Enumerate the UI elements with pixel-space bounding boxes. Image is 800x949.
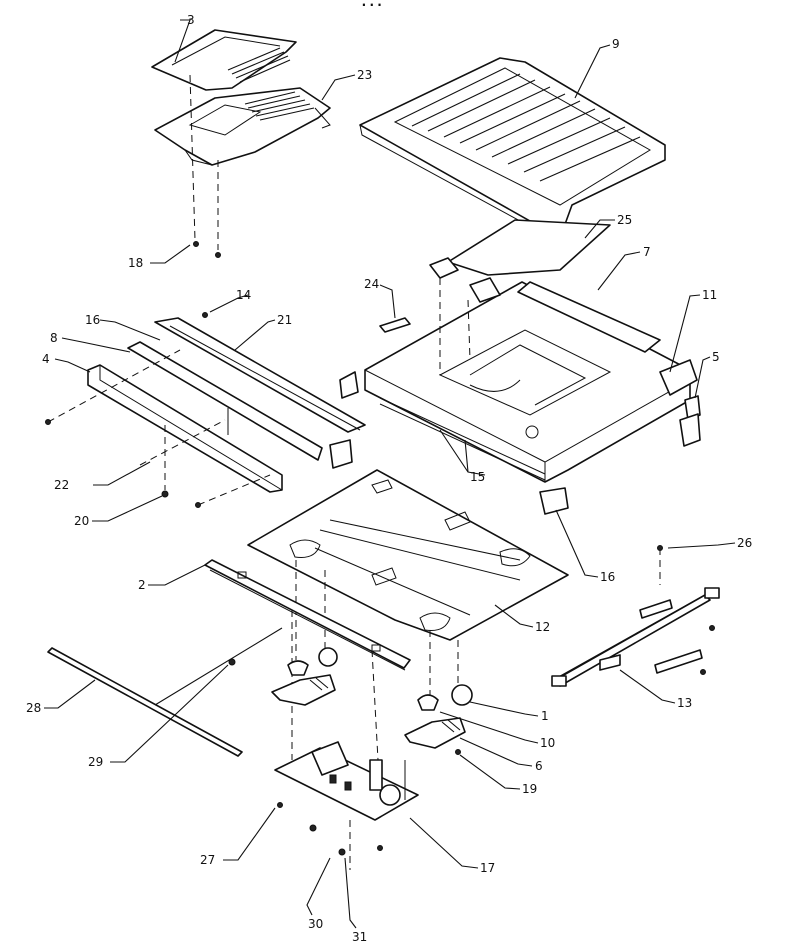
part-7-rail (517, 281, 661, 353)
part-2-bracket (204, 559, 411, 671)
callout-26: 26 (737, 536, 752, 550)
callout-16-right: 16 (600, 570, 615, 584)
callout-7: 7 (643, 245, 651, 259)
lamp-assembly-left (271, 647, 338, 706)
callout-29: 29 (88, 755, 103, 769)
screw-18a (193, 241, 199, 247)
part-24-label (379, 317, 411, 333)
callout-12: 12 (535, 620, 550, 634)
part-25-liner (447, 219, 611, 276)
part-16-foot (539, 487, 569, 515)
callout-5: 5 (712, 350, 720, 364)
callout-18: 18 (128, 256, 143, 270)
part-8-strip (127, 341, 323, 461)
callout-19: 19 (522, 782, 537, 796)
callout-21: 21 (277, 313, 292, 327)
part-17-board (274, 741, 419, 821)
callout-labels: 3 23 9 18 25 7 24 14 21 16 8 4 11 5 15 1… (26, 13, 752, 944)
callout-2: 2 (138, 578, 146, 592)
chassis-clip (429, 257, 459, 279)
lamp-assembly-right (404, 684, 473, 755)
callout-1: 1 (541, 709, 549, 723)
dashline-bottom (197, 474, 271, 506)
dashline-chassis-b (467, 299, 471, 361)
callout-10: 10 (540, 736, 555, 750)
dashline-22 (139, 419, 226, 466)
part-5-clip (679, 413, 701, 447)
part-3-cover (151, 29, 297, 91)
callout-13: 13 (677, 696, 692, 710)
leader-lines (44, 19, 736, 929)
rail-assembly (87, 312, 366, 493)
callout-25: 25 (617, 213, 632, 227)
callout-27: 27 (200, 853, 215, 867)
callout-15: 15 (470, 470, 485, 484)
callout-6: 6 (535, 759, 543, 773)
screw-18b (215, 252, 221, 258)
callout-3: 3 (187, 13, 195, 27)
callout-9: 9 (612, 37, 620, 51)
part-12-plate (247, 469, 569, 641)
part-29-wire (154, 627, 283, 706)
main-chassis (364, 257, 701, 515)
callout-24: 24 (364, 277, 379, 291)
callout-16-left: 16 (85, 313, 100, 327)
part-23-housing (154, 87, 331, 166)
callout-20: 20 (74, 514, 89, 528)
dashline-2b (371, 649, 379, 761)
header-fragment: ... (360, 0, 383, 10)
callout-17: 17 (480, 861, 495, 875)
callout-4: 4 (42, 352, 50, 366)
callout-28: 28 (26, 701, 41, 715)
callout-23: 23 (357, 68, 372, 82)
dashline-4 (47, 349, 181, 423)
part-28-rod (47, 647, 243, 757)
callout-22: 22 (54, 478, 69, 492)
callout-30: 30 (308, 917, 323, 931)
part-13-harness (551, 587, 720, 687)
part-11-bracket (659, 359, 698, 396)
callout-8: 8 (50, 331, 58, 345)
callout-31: 31 (352, 930, 367, 944)
callout-14: 14 (236, 288, 251, 302)
callout-11: 11 (702, 288, 717, 302)
dashline-3 (189, 74, 196, 241)
